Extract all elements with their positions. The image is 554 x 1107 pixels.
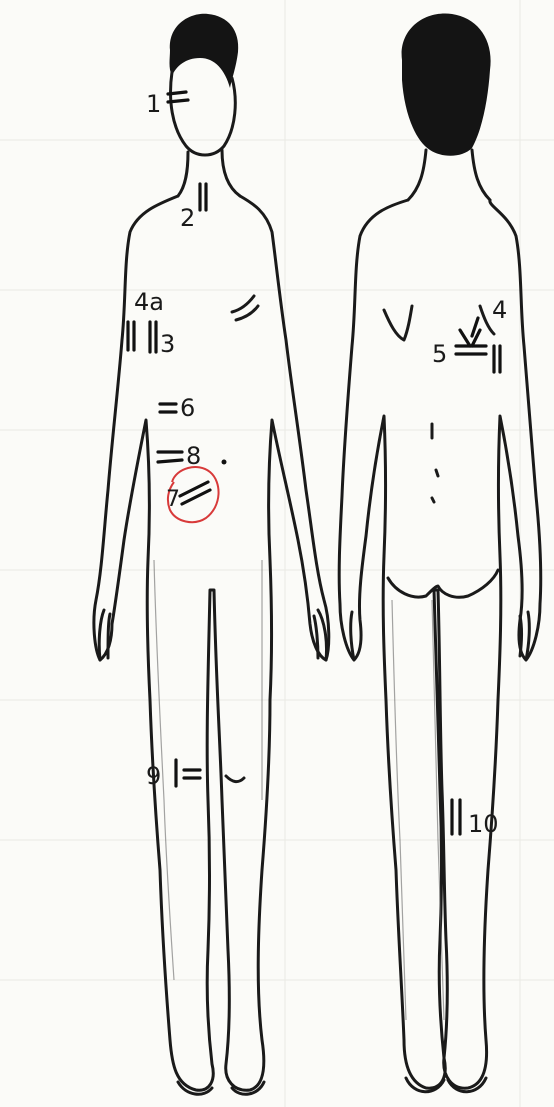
label-8: 8 xyxy=(186,442,201,470)
front-left-hand xyxy=(99,610,110,660)
label-4: 4 xyxy=(492,296,507,324)
back-buttocks xyxy=(388,570,498,597)
label-4a: 4a xyxy=(134,288,164,316)
label-8-dot xyxy=(222,460,227,465)
wound-mark-9 xyxy=(176,760,200,786)
back-spine-marks xyxy=(432,424,438,502)
wound-mark-4a xyxy=(128,322,134,350)
label-10: 10 xyxy=(468,810,499,838)
wound-mark-3 xyxy=(150,322,156,352)
back-neck xyxy=(408,150,490,200)
label-7: 7 xyxy=(166,487,180,512)
wound-mark-10 xyxy=(452,800,460,834)
label-3: 3 xyxy=(160,330,175,358)
label-6: 6 xyxy=(180,394,195,422)
wound-mark-5 xyxy=(456,330,486,354)
front-right-hand xyxy=(314,610,327,660)
wound-mark-6 xyxy=(160,404,176,412)
label-1: 1 xyxy=(146,90,161,118)
back-shoulder-blade-left xyxy=(384,306,412,340)
front-head xyxy=(171,72,236,155)
back-hair xyxy=(402,13,491,155)
front-knee-detail xyxy=(226,776,244,782)
front-chest-line xyxy=(232,296,258,320)
back-left-hand xyxy=(351,612,354,660)
wound-mark-7 xyxy=(180,482,210,504)
back-right-hand xyxy=(520,612,529,660)
back-figure xyxy=(339,13,541,1091)
label-2: 2 xyxy=(180,204,195,232)
front-neck xyxy=(178,150,240,196)
front-hair xyxy=(170,14,239,88)
label-9: 9 xyxy=(146,762,161,790)
front-figure xyxy=(94,14,329,1094)
back-body-outline xyxy=(339,200,541,1088)
wound-mark-8 xyxy=(158,452,182,462)
wound-labels: 1 2 4a 3 6 8 7 9 4 5 10 xyxy=(134,90,507,838)
wound-mark-2 xyxy=(200,184,206,210)
label-5: 5 xyxy=(432,340,447,368)
